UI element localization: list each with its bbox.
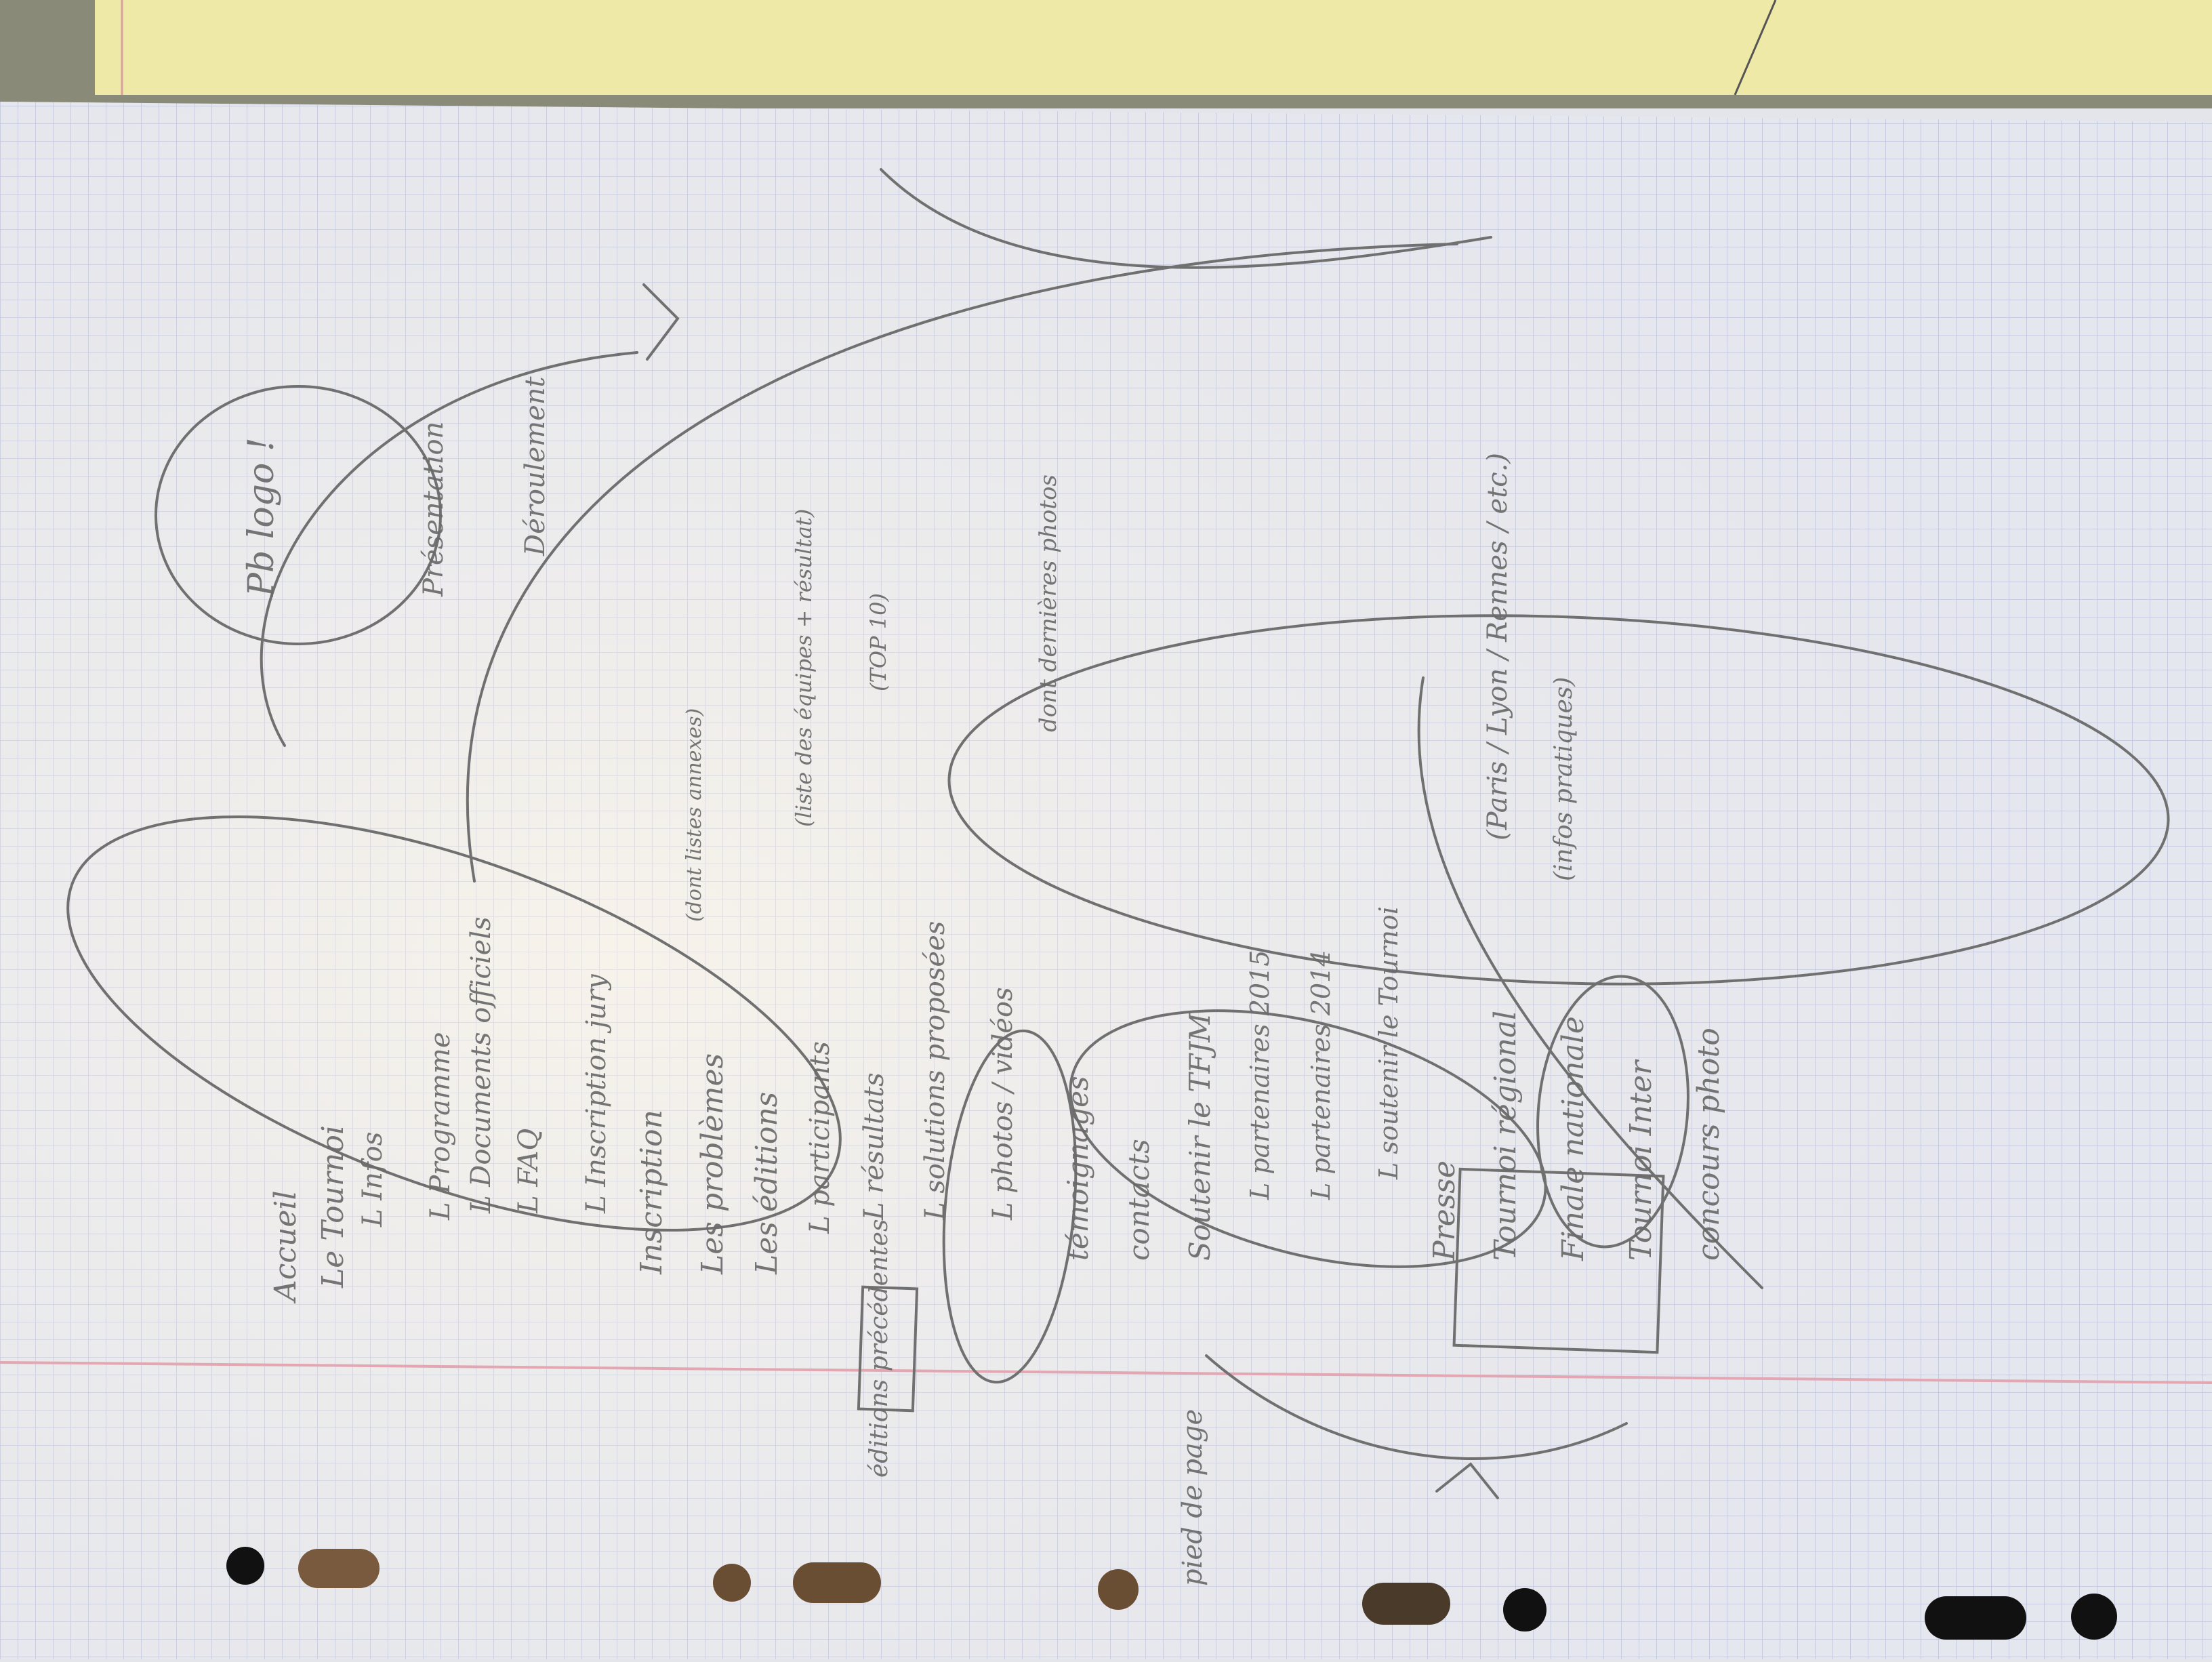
note-problemes-annexes: (dont listes annexes) — [682, 708, 706, 922]
margin-line — [0, 1361, 2212, 1384]
note-participants: L participants — [804, 1041, 836, 1234]
note-villes: (Paris / Lyon / Rennes / etc.) — [1482, 452, 1513, 840]
note-partenaires-2015: L partenaires 2015 — [1245, 950, 1275, 1200]
note-participants-list: (liste des équipes + résultat) — [791, 508, 817, 827]
note-temoignages: témoignages — [1061, 1076, 1094, 1261]
note-top10: (TOP 10) — [865, 593, 891, 691]
note-logo: Pb logo ! — [241, 437, 282, 596]
note-faq: L FAQ — [513, 1128, 544, 1213]
pencil-strokes — [66, 168, 2170, 1499]
note-presentation: Présentation — [418, 421, 449, 596]
note-infos-pratiques: (infos pratiques) — [1550, 676, 1578, 881]
note-problemes: Les problèmes — [695, 1053, 730, 1274]
note-jury: L Inscription jury — [581, 974, 612, 1213]
note-concours-photo: concours photo — [1692, 1028, 1726, 1261]
logo-circle — [155, 385, 442, 645]
note-inscription: Inscription — [634, 1110, 669, 1274]
note-documents: L Documents officiels — [466, 916, 497, 1213]
punch-holes — [226, 1547, 2117, 1640]
note-solutions: L solutions proposées — [920, 920, 951, 1220]
note-editions: Les éditions — [750, 1091, 784, 1274]
note-le-tournoi: Le Tournoi — [316, 1125, 350, 1288]
note-resultats: L résultats — [859, 1072, 890, 1220]
note-contacts: contacts — [1122, 1139, 1155, 1261]
note-accueil: Accueil — [268, 1190, 303, 1301]
note-finale: Finale nationale — [1556, 1016, 1591, 1261]
note-photos-videos: L photos / vidéos — [987, 987, 1019, 1220]
note-dernieres-photos: dont dernières photos — [1035, 474, 1062, 732]
note-deroulement: Déroulement — [520, 376, 551, 556]
note-pied-de-page: pied de page — [1177, 1408, 1208, 1586]
note-infos: L Infos — [357, 1131, 388, 1227]
note-partenaires-2014: L partenaires 2014 — [1306, 950, 1336, 1200]
note-presse: Presse — [1427, 1160, 1462, 1261]
note-programme: L Programme — [425, 1032, 456, 1221]
yellow-notepad — [95, 0, 2212, 95]
note-tournoi-inter: Tournoi Inter — [1624, 1060, 1658, 1261]
note-soutenir-tournoi: L soutenir le Tournoi — [1374, 906, 1404, 1179]
note-editions-precedentes: éditions précédentes — [865, 1219, 893, 1478]
note-tournoi-regional: Tournoi régional — [1488, 1010, 1523, 1261]
note-soutenir: Soutenir le TFJM — [1183, 1013, 1216, 1261]
